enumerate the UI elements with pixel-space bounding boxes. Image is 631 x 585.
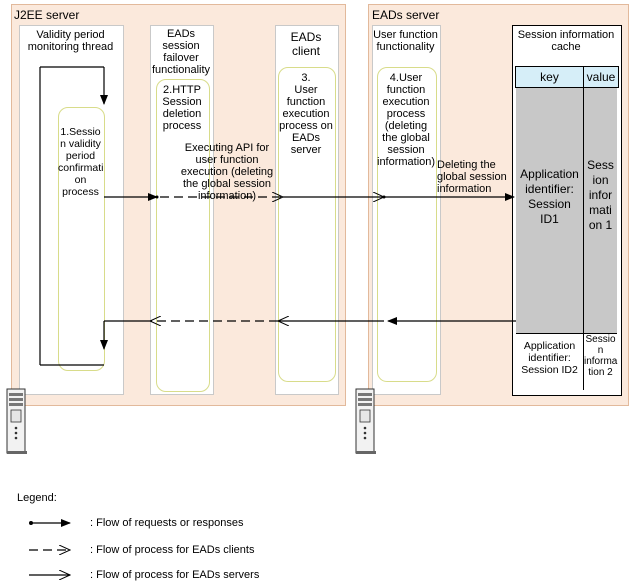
cache-column-divider (583, 86, 584, 390)
http-session-deletion-process (156, 79, 210, 392)
cache-row2-key: Application identifier: Session ID2 (521, 340, 578, 376)
validity-thread-label: Validity period monitoring thread (27, 29, 114, 53)
server-user-function-label: 4.User function execution process (delet… (377, 72, 436, 168)
executing-api-annotation: Executing API for user function executio… (180, 142, 274, 202)
http-session-deletion-label: 2.HTTP Session deletion process (162, 84, 202, 132)
cache-value-header: value (583, 66, 619, 88)
cache-row1-key: Application identifier: Session ID1 (520, 167, 579, 226)
j2ee-server-machine-icon (6, 388, 27, 454)
cache-row1-value: Sess ion infor mati on 1 (587, 158, 614, 232)
eads-server-title: EADs server (372, 8, 440, 22)
validity-check-process-label: 1.Sessio n validity period confirmati on… (58, 126, 104, 198)
eads-server-machine-icon (355, 388, 376, 454)
failover-label: EADs session failover functionality (151, 28, 211, 76)
validity-check-process (58, 107, 105, 371)
legend-item-server-flow: : Flow of process for EADs servers (90, 569, 260, 581)
cache-row-divider (516, 333, 617, 334)
cache-key-gray (516, 87, 583, 333)
deleting-global-session-annotation: Deleting the global session information (437, 159, 507, 195)
user-function-label: User function functionality (373, 29, 438, 53)
client-user-function-process (278, 67, 336, 382)
eads-client-label: EADs client (290, 30, 322, 58)
legend-request-arrow (29, 519, 71, 527)
cache-key-header: key (515, 66, 584, 88)
legend-title: Legend: (17, 492, 57, 504)
server-user-function-process (377, 67, 437, 382)
legend-item-client-flow: : Flow of process for EADs clients (90, 544, 255, 556)
cache-title: Session information cache (517, 29, 615, 53)
forward-request-arrow (104, 193, 159, 201)
legend-item-requests: : Flow of requests or responses (90, 517, 244, 529)
j2ee-server-title: J2EE server (14, 8, 80, 22)
cache-value-gray (584, 87, 617, 333)
client-user-function-label: 3. User function execution process on EA… (279, 72, 333, 156)
monitoring-loop (39, 66, 108, 366)
cache-row2-value: Sessio n informa tion 2 (584, 334, 618, 378)
return-to-thread-line (100, 320, 150, 350)
